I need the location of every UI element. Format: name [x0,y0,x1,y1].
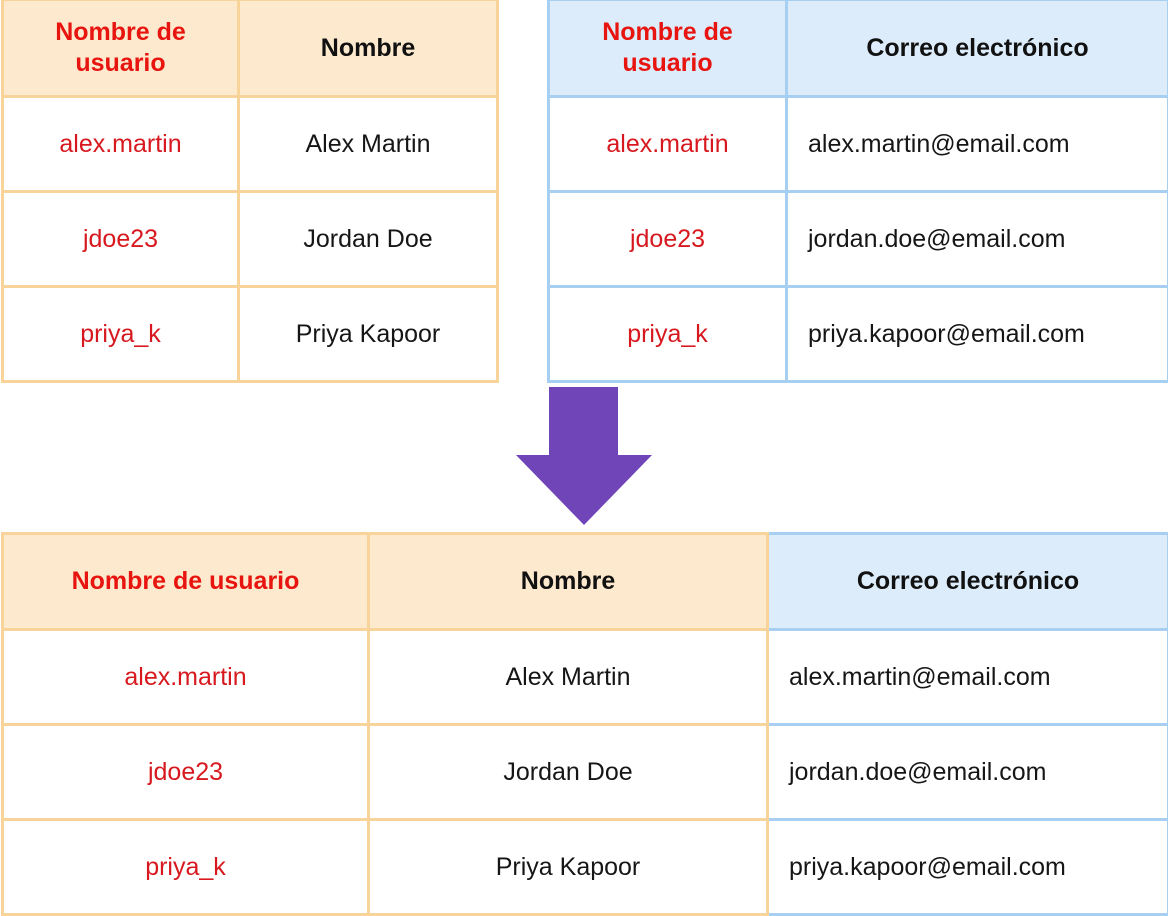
users-names-table: Nombre de usuario Nombre alex.martin Ale… [1,0,499,383]
cell-username: alex.martin [549,97,787,192]
cell-username: jdoe23 [3,725,369,820]
cell-username: jdoe23 [549,192,787,287]
table-header-row: Nombre de usuario Nombre Correo electrón… [3,534,1168,630]
cell-username: alex.martin [3,630,369,725]
table-row: priya_k priya.kapoor@email.com [549,287,1168,382]
merged-table: Nombre de usuario Nombre Correo electrón… [1,532,1168,916]
cell-name: Priya Kapoor [369,820,768,915]
down-arrow-icon [514,387,654,525]
header-username: Nombre de usuario [3,534,369,630]
table-row: alex.martin Alex Martin alex.martin@emai… [3,630,1168,725]
cell-name: Jordan Doe [369,725,768,820]
cell-email: jordan.doe@email.com [787,192,1168,287]
table-header-row: Nombre de usuario Correo electrónico [549,0,1168,97]
table-row: priya_k Priya Kapoor [3,287,498,382]
cell-email: alex.martin@email.com [787,97,1168,192]
header-username: Nombre de usuario [549,0,787,97]
users-emails-table: Nombre de usuario Correo electrónico ale… [547,0,1168,383]
table-row: alex.martin Alex Martin [3,97,498,192]
header-username: Nombre de usuario [3,0,239,97]
cell-username: alex.martin [3,97,239,192]
header-name: Nombre [369,534,768,630]
table-header-row: Nombre de usuario Nombre [3,0,498,97]
header-text: Nombre de [55,18,186,46]
cell-name: Alex Martin [239,97,498,192]
cell-name: Priya Kapoor [239,287,498,382]
header-email: Correo electrónico [787,0,1168,97]
cell-username: jdoe23 [3,192,239,287]
header-email: Correo electrónico [768,534,1168,630]
cell-username: priya_k [3,820,369,915]
table-row: priya_k Priya Kapoor priya.kapoor@email.… [3,820,1168,915]
cell-name: Alex Martin [369,630,768,725]
table-row: jdoe23 jordan.doe@email.com [549,192,1168,287]
cell-email: priya.kapoor@email.com [787,287,1168,382]
table-row: alex.martin alex.martin@email.com [549,97,1168,192]
header-text: Nombre de [602,18,733,46]
cell-name: Jordan Doe [239,192,498,287]
cell-username: priya_k [549,287,787,382]
table-row: jdoe23 Jordan Doe jordan.doe@email.com [3,725,1168,820]
cell-username: priya_k [3,287,239,382]
header-text: usuario [622,49,712,77]
cell-email: priya.kapoor@email.com [768,820,1168,915]
header-text: usuario [75,49,165,77]
header-name: Nombre [239,0,498,97]
cell-email: alex.martin@email.com [768,630,1168,725]
table-row: jdoe23 Jordan Doe [3,192,498,287]
cell-email: jordan.doe@email.com [768,725,1168,820]
